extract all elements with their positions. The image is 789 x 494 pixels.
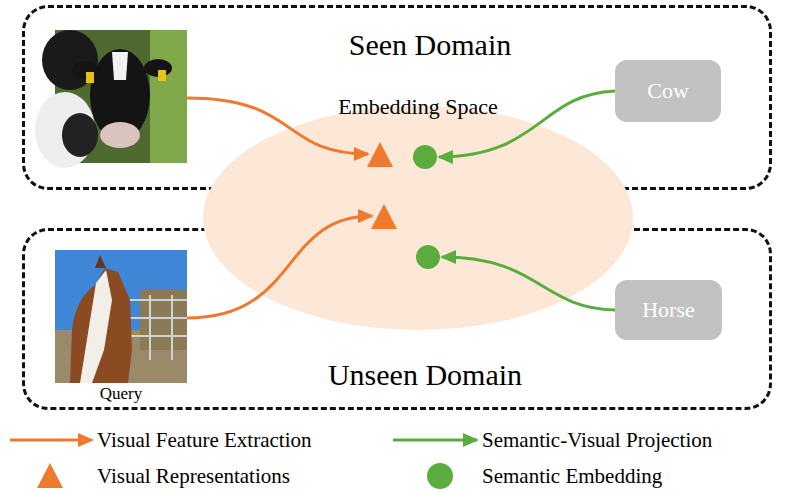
embedding-ellipse [203,106,633,330]
ear-tag [158,70,166,81]
node-text: Embedding Space [203,94,633,119]
connector-arrow [439,91,615,157]
legend-text: Visual Representations [97,464,290,488]
legend-orange-arrow [10,439,92,442]
node-text: Cow [647,78,689,103]
horse-blaze [80,270,112,383]
legend-text: Semantic Embedding [482,464,662,488]
legend-green-arrow [393,439,477,442]
horse-ear [95,255,106,268]
cow-back [42,30,98,90]
query-image: Query [55,250,187,407]
node-text: Unseen Domain [53,358,789,393]
ellipse-outline [203,106,633,330]
fence [130,295,187,360]
visual-representation [371,204,397,229]
connector-arrow [187,216,372,318]
legend-text: Semantic-Visual Projection [482,428,712,452]
legend-text: Visual Feature Extraction [97,428,312,452]
visual-representation [367,142,393,167]
connector-arrow [442,257,615,310]
legend-entry: Visual Feature Extraction [97,428,312,452]
horse-body [70,268,132,383]
node-text: Query [55,384,187,404]
class-label-box: Horse [615,280,722,340]
horse-image [55,250,187,383]
ear-tag [86,72,94,83]
node-text: Horse [642,297,695,322]
legend-triangle [37,463,63,488]
cow-muzzle [100,122,140,148]
semantic-embedding [416,245,440,269]
cow-patch [62,113,98,157]
semantic-embedding [413,145,437,169]
legend-entry: Semantic Embedding [482,464,662,488]
edge-layer [187,91,615,318]
horse-sky [55,250,187,383]
legend-circle [427,463,453,489]
cow-foliage [150,30,187,163]
legend-entry: Semantic-Visual Projection [482,428,712,452]
embedding-space: Embedding Space [203,106,633,330]
feature-arrow [187,98,368,154]
node-text: Seen Domain [58,28,789,63]
legend-entry: Visual Representations [97,464,290,488]
cow-blaze [112,52,128,80]
cow-image [35,30,187,168]
class-label-box: Cow [615,60,721,122]
